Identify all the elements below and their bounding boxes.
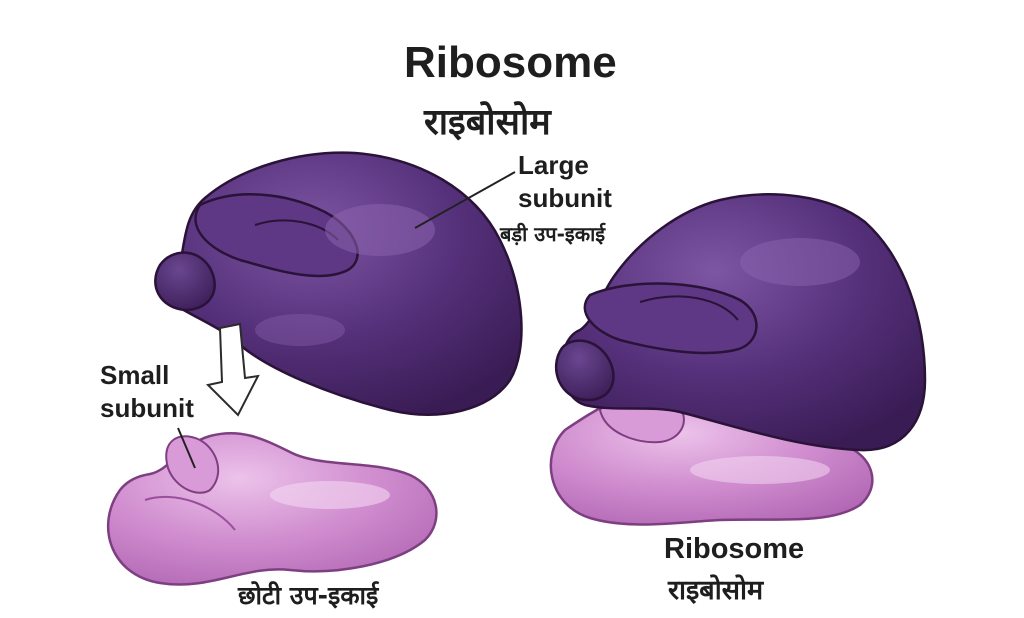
small-subunit-label-line1: Small	[100, 360, 169, 391]
large-subunit-label-line1: Large	[518, 150, 589, 181]
small-subunit-label-hi: छोटी उप-इकाई	[238, 578, 378, 612]
assembled-ribosome-label-en: Ribosome	[664, 533, 804, 566]
large-subunit-label-line2: subunit	[518, 183, 612, 214]
large-subunit-shape	[155, 153, 521, 415]
small-subunit-label-line2: subunit	[100, 393, 194, 424]
assembled-ribosome-label-hi: राइबोसोम	[668, 570, 763, 607]
title-en: Ribosome	[404, 38, 617, 88]
title-hi: राइबोसोम	[424, 96, 551, 145]
small-subunit-shape	[108, 433, 436, 584]
large-subunit-label-hi: बड़ी उप-इकाई	[500, 220, 605, 247]
